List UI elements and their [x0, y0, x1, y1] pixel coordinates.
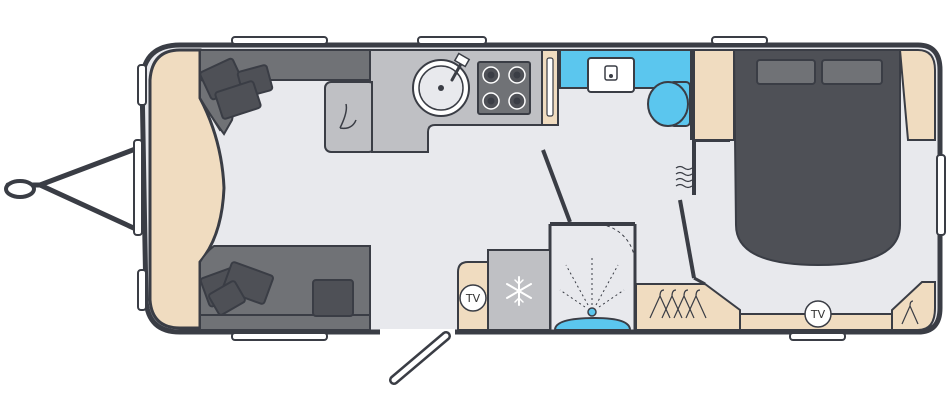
lounge-seat-bottom — [199, 245, 371, 331]
double-bed — [732, 49, 901, 267]
heater-icon — [675, 165, 693, 189]
rear-wardrobe — [891, 281, 936, 331]
front-window-mid — [133, 139, 143, 236]
snowflake-icon — [506, 276, 532, 306]
front-window-top — [137, 64, 147, 106]
bedside-left — [693, 49, 735, 141]
shower-icon — [553, 255, 632, 331]
toilet — [647, 81, 691, 127]
front-window-bottom — [137, 269, 147, 311]
hanger-icon — [649, 289, 707, 319]
window-top-kitchen — [417, 36, 487, 45]
window-top-lounge — [231, 36, 328, 45]
window-bottom-lounge — [231, 332, 328, 341]
pillow-left — [756, 59, 816, 85]
tv-bedroom-label: TV — [810, 308, 826, 321]
kitchen-sink — [412, 52, 471, 117]
rear-window — [936, 154, 946, 236]
pillow-right — [821, 59, 883, 85]
tv-bedroom-badge — [804, 300, 832, 328]
tv-lounge-label: TV — [465, 292, 481, 305]
swivel-seat — [324, 81, 376, 153]
window-bottom-bedroom — [789, 332, 846, 341]
hob-icon — [477, 61, 531, 115]
tow-hitch — [4, 145, 141, 233]
entrance-door — [380, 329, 455, 385]
window-top-bedroom — [711, 36, 768, 45]
front-chest — [148, 48, 226, 330]
tv-lounge-badge — [459, 284, 487, 312]
lounge-seat-top — [199, 49, 371, 136]
bedside-right — [898, 49, 936, 141]
